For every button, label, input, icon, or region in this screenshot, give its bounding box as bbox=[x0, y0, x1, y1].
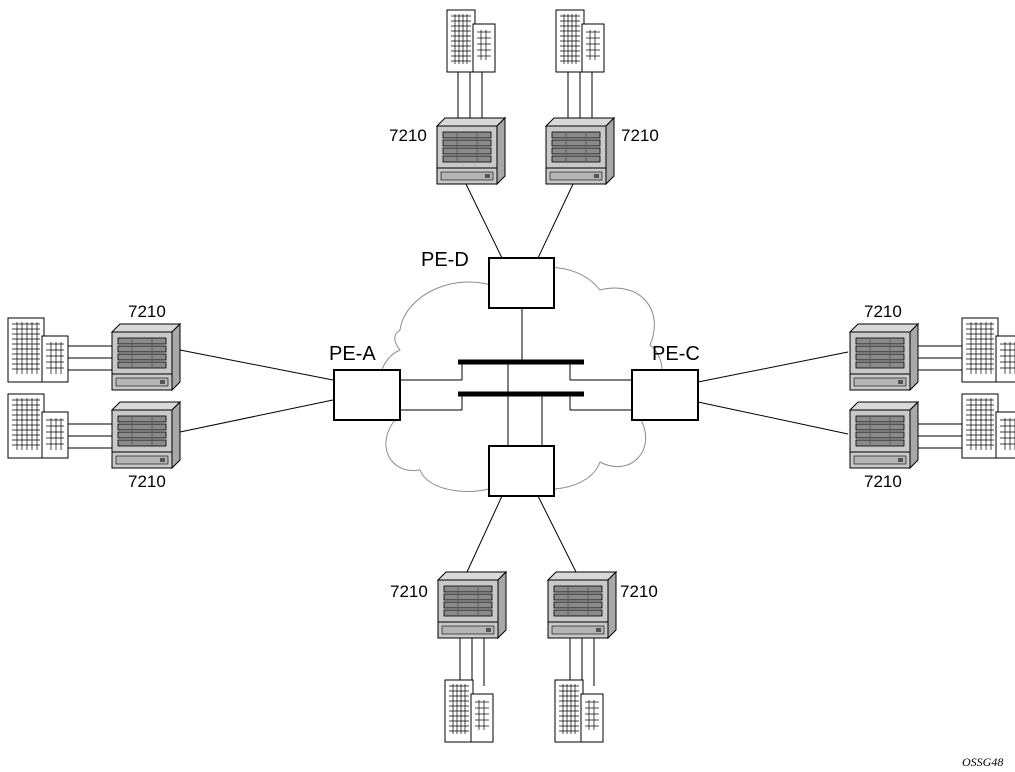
building-icon bbox=[555, 680, 603, 742]
switch-7210-icon[interactable] bbox=[850, 324, 918, 390]
switch-7210-icon[interactable] bbox=[112, 324, 180, 390]
pe-d-box[interactable] bbox=[489, 258, 554, 308]
switch-7210-icon[interactable] bbox=[850, 402, 918, 468]
pe-a-label: PE-A bbox=[329, 343, 376, 365]
building-icon bbox=[962, 394, 1015, 458]
figure-id: OSSG48 bbox=[962, 755, 1003, 769]
device-label-left-bottom: 7210 bbox=[128, 472, 166, 491]
switch-7210-icon[interactable] bbox=[548, 572, 616, 638]
device-label-right-top: 7210 bbox=[864, 302, 902, 321]
device-label-top-right: 7210 bbox=[621, 126, 659, 145]
pe-a-box[interactable] bbox=[334, 370, 400, 420]
building-icon bbox=[556, 10, 604, 72]
pe-bottom-box[interactable] bbox=[489, 446, 554, 496]
device-label-left-top: 7210 bbox=[128, 302, 166, 321]
pe-d-label: PE-D bbox=[421, 249, 469, 271]
switch-7210-icon[interactable] bbox=[438, 572, 506, 638]
building-icon bbox=[445, 680, 493, 742]
building-icon bbox=[8, 394, 68, 458]
building-icon bbox=[962, 318, 1015, 382]
site-right-top: 7210 bbox=[850, 302, 1015, 390]
device-label-bottom-left: 7210 bbox=[390, 582, 428, 601]
site-bottom-left: 7210 bbox=[390, 572, 506, 742]
switch-7210-icon[interactable] bbox=[437, 118, 505, 184]
pe-c-box[interactable] bbox=[632, 370, 698, 420]
building-icon bbox=[8, 318, 68, 382]
switch-7210-icon[interactable] bbox=[112, 402, 180, 468]
pe-c-label: PE-C bbox=[652, 343, 700, 365]
site-left-bottom: 7210 bbox=[8, 394, 180, 491]
device-label-bottom-right: 7210 bbox=[620, 582, 658, 601]
site-right-bottom: 7210 bbox=[850, 394, 1015, 491]
building-icon bbox=[447, 10, 495, 72]
device-label-right-bottom: 7210 bbox=[864, 472, 902, 491]
device-label-top-left: 7210 bbox=[389, 126, 427, 145]
switch-7210-icon[interactable] bbox=[546, 118, 614, 184]
site-top-left: 7210 bbox=[389, 10, 505, 184]
site-top-right: 7210 bbox=[546, 10, 659, 184]
site-left-top: 7210 bbox=[8, 302, 180, 390]
site-bottom-right: 7210 bbox=[548, 572, 658, 742]
